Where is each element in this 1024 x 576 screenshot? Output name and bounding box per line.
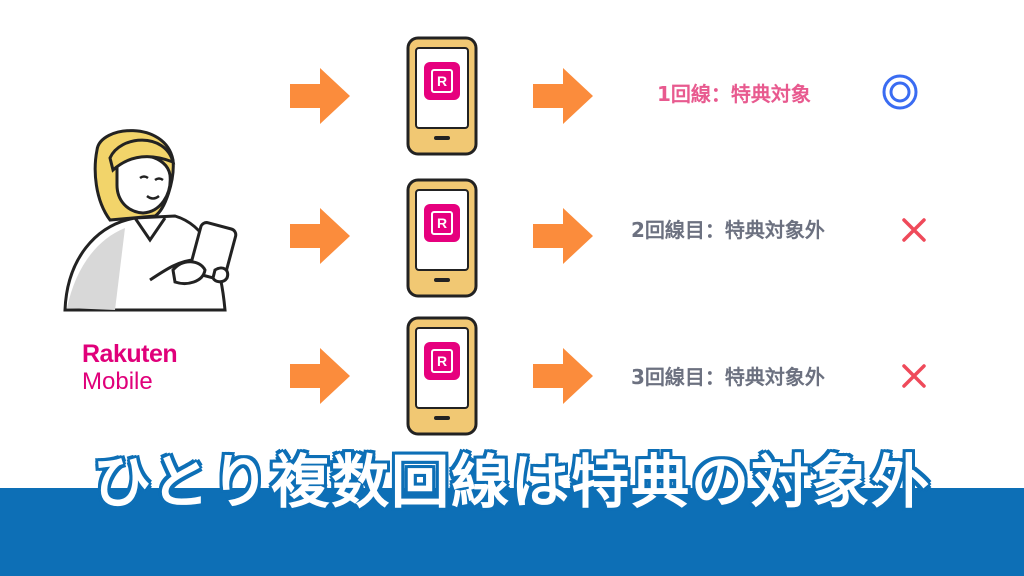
person-illustration <box>55 120 255 320</box>
smartphone-icon: R <box>406 36 478 156</box>
brand-line-2: Mobile <box>82 368 153 395</box>
right-arrow-icon <box>290 208 350 264</box>
app-letter: R <box>437 73 447 89</box>
brand-line-1: Rakuten <box>82 340 178 368</box>
right-arrow-icon <box>290 348 350 404</box>
title-banner <box>0 488 1024 576</box>
smartphone-icon: R <box>406 316 478 436</box>
row-3-label: 3回線目：特典対象外 <box>631 365 825 389</box>
right-arrow-icon <box>533 208 593 264</box>
right-arrow-icon <box>290 68 350 124</box>
double-circle-icon <box>882 74 918 110</box>
right-arrow-icon <box>533 68 593 124</box>
cross-icon <box>896 358 932 394</box>
app-letter: R <box>437 353 447 369</box>
row-1-label: 1回線：特典対象 <box>657 82 811 106</box>
app-letter: R <box>437 215 447 231</box>
page-title: ひとり複数回線は特典の対象外 <box>92 448 932 516</box>
row-2-label: 2回線目：特典対象外 <box>631 218 825 242</box>
cross-icon <box>896 212 932 248</box>
smartphone-icon: R <box>406 178 478 298</box>
rakuten-mobile-logo: Rakuten Mobile <box>82 340 178 395</box>
right-arrow-icon <box>533 348 593 404</box>
